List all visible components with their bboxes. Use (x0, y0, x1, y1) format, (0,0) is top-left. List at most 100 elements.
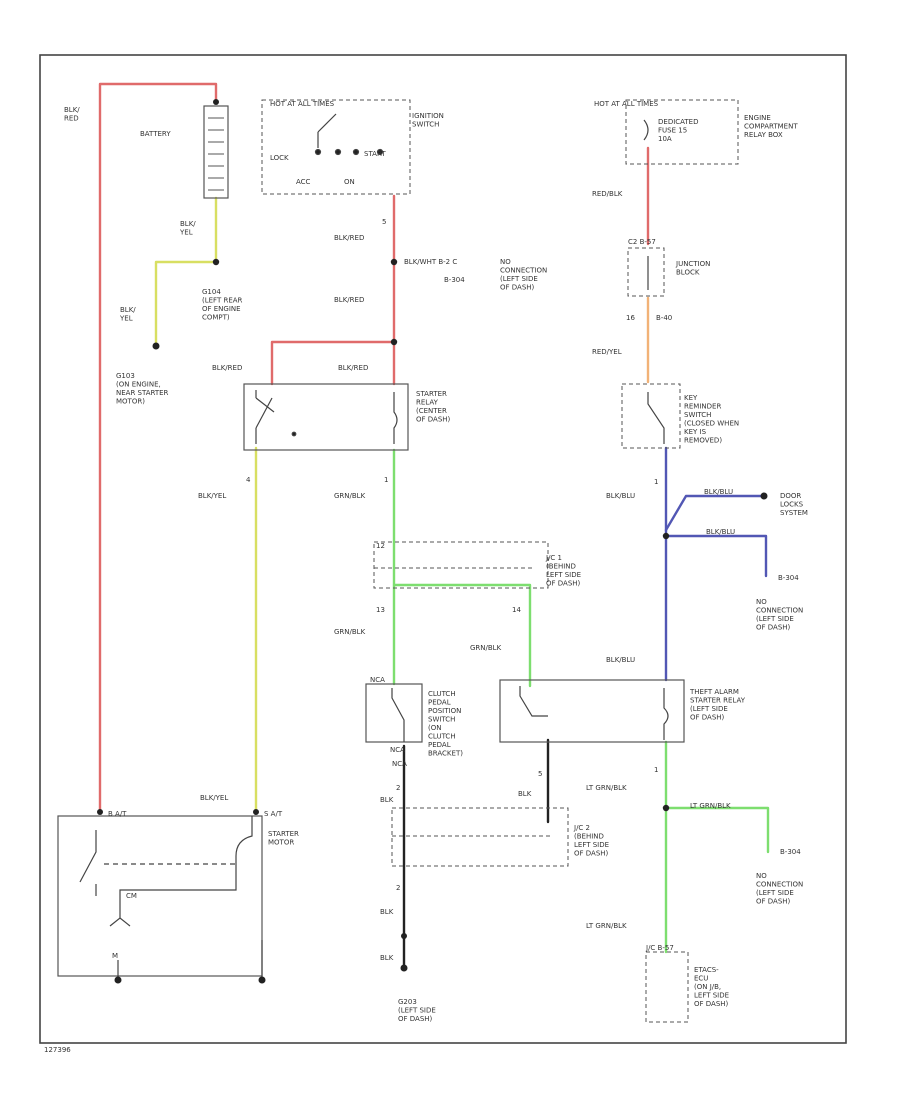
wire-blk-blu-door (664, 494, 766, 532)
label-blk-red-2: BLK/RED (334, 296, 364, 304)
label-battery: BATTERY (140, 130, 171, 138)
label-hot-ign: HOT AT ALL TIMES (270, 100, 335, 108)
wire-blk-blu-noconn (664, 534, 768, 578)
key-switch-box (621, 383, 681, 449)
label-pin-1d: 1 (654, 766, 658, 774)
label-grn-blk-2: GRN/BLK (334, 628, 366, 636)
label-jb-pin: C2 B-57 (628, 238, 656, 246)
label-blk-yel-starter: BLK/YEL (200, 794, 228, 802)
label-blk-blu-4: BLK/BLU (606, 656, 635, 664)
label-pin-14: 14 (512, 606, 521, 614)
label-blk-4: BLK (380, 954, 394, 962)
label-hot-all: HOT AT ALL TIMES (594, 100, 659, 108)
label-etacs-pin: J/C B-57 (645, 944, 674, 952)
label-blk-1: BLK (380, 796, 394, 804)
label-blk-yel-batt: BLK/YEL (179, 220, 196, 237)
label-lt-grn-blk-2: LT GRN/BLK (690, 802, 731, 810)
label-blk-blu-3: BLK/BLU (706, 528, 735, 536)
label-blk-red-1: BLK/RED (334, 234, 364, 242)
label-pin-1c: 1 (654, 478, 658, 486)
label-lt-grn-blk-3: LT GRN/BLK (586, 922, 627, 930)
label-blk-yel-ground: BLK/YEL (119, 306, 136, 323)
label-nca: NCA (370, 676, 385, 684)
junction-dots (97, 99, 768, 984)
label-b304c: B-304 (780, 848, 801, 856)
label-pin-2b: 2 (396, 884, 400, 892)
theft-relay-contact (519, 686, 669, 740)
jc2-box (391, 807, 569, 867)
label-pin-ign: 5 (382, 218, 386, 226)
fuse-element-icon (643, 119, 649, 141)
label-pin-16: 16 (626, 314, 635, 322)
starter-relay-box (243, 383, 409, 451)
battery-cells (208, 117, 224, 191)
starter-relay-contacts (255, 390, 398, 444)
label-blk-blu-2: BLK/BLU (704, 488, 733, 496)
clutch-switch-box (365, 683, 423, 743)
label-blk-red-top: BLK/RED (64, 106, 80, 123)
label-blk-2: BLK (518, 790, 532, 798)
figure-code: 127396 (44, 1046, 71, 1054)
label-blk-3: BLK (380, 908, 394, 916)
label-pin-1: 1 (384, 476, 388, 484)
jc1-box (373, 541, 549, 589)
label-lock: LOCK (270, 154, 289, 162)
fuse-box (625, 99, 739, 165)
label-nca2: NCA (390, 746, 405, 754)
label-start: START (364, 150, 386, 158)
theft-relay-box (499, 679, 685, 743)
label-s-conn: S A/T (264, 810, 283, 818)
junction-block-box (627, 247, 665, 297)
diagram-frame (39, 54, 847, 1044)
etacs-box (645, 951, 689, 1023)
ignition-switch-box (261, 99, 411, 195)
label-grn-blk-1: GRN/BLK (334, 492, 366, 500)
label-lt-grn-blk-1: LT GRN/BLK (586, 784, 627, 792)
label-b-conn: B A/T (108, 810, 127, 818)
label-pin-4: 4 (246, 476, 251, 484)
label-pin-5b: 5 (538, 770, 542, 778)
starter-motor-internals (79, 816, 263, 978)
clutch-switch-contact (391, 688, 405, 742)
wire-blk-red-relay-coil (270, 340, 396, 386)
wire-grn-blk-jc1 (392, 583, 532, 688)
battery-icon (203, 105, 229, 199)
starter-motor-box (57, 815, 263, 977)
label-pin-13: 13 (376, 606, 385, 614)
label-blk-blu-1: BLK/BLU (606, 492, 635, 500)
ignition-switch-contacts (314, 113, 384, 156)
label-b40: B-40 (656, 314, 672, 322)
wire-blk-yel-battery (154, 196, 218, 346)
label-red-blk: RED/BLK (592, 190, 623, 198)
label-nca3: NCA (392, 760, 407, 768)
label-red-yel: RED/YEL (592, 348, 622, 356)
label-grn-blk-3: GRN/BLK (470, 644, 502, 652)
label-pin-2a: 2 (396, 784, 400, 792)
label-blk-yel-mid: BLK/YEL (198, 492, 226, 500)
wire-blk-red-battery (98, 82, 218, 814)
label-acc: ACC (296, 178, 311, 186)
label-splice-1: BLK/WHT B-2 C (404, 258, 457, 266)
label-b304b: B-304 (778, 574, 799, 582)
label-cm: CM (126, 892, 137, 900)
